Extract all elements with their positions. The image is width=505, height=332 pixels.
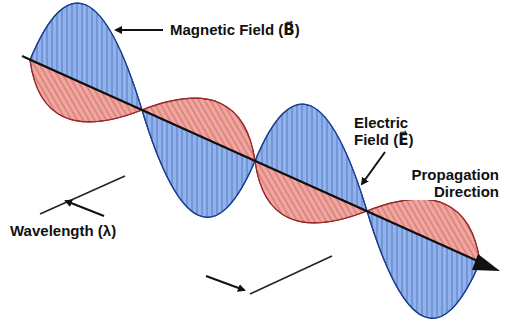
field-label: Wavelength (λ) — [8, 222, 118, 239]
wavelength-marker — [250, 256, 332, 294]
leader-arrow — [66, 201, 104, 216]
field-label: Magnetic Field (B⃗) — [168, 21, 302, 38]
field-label: Electric Field (E⃗) — [352, 114, 446, 148]
field-label: Propagation Direction — [397, 166, 501, 200]
leader-arrow — [206, 276, 244, 290]
propagation-arrowhead — [472, 254, 500, 271]
leader-arrow — [362, 152, 385, 184]
leader-arrow — [116, 29, 163, 31]
